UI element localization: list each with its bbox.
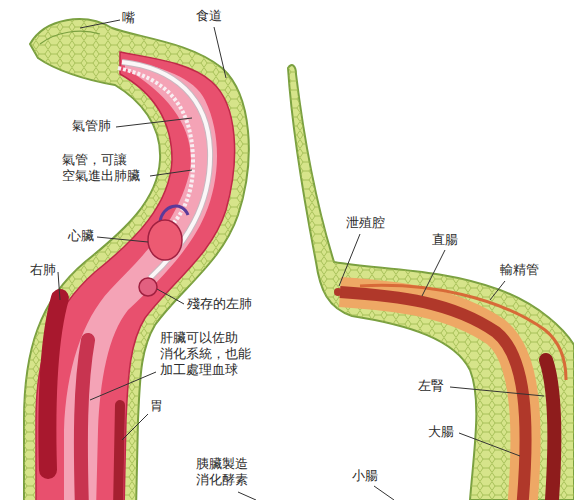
liver [81, 340, 88, 500]
rectum [340, 292, 526, 500]
snake-scales [24, 19, 249, 500]
leader-line [80, 20, 120, 28]
body-cavity [36, 52, 235, 500]
leader-line [58, 272, 60, 300]
body-cavity-core [64, 60, 217, 500]
part-label: 心臟 [68, 228, 94, 244]
right-lung [47, 298, 60, 470]
part-label: 直腸 [432, 232, 458, 248]
leader-line [150, 170, 192, 176]
leader-line [97, 237, 148, 242]
part-label: 輸精管 [500, 262, 539, 278]
cloaca [334, 288, 342, 296]
part-label: 氣管肺 [72, 118, 111, 134]
leader-line [157, 289, 184, 304]
leader-line [214, 27, 226, 78]
trachea [118, 68, 193, 236]
leader-line [339, 234, 360, 286]
part-label: 胃 [150, 398, 163, 414]
leader-line [490, 281, 505, 300]
heart [148, 220, 182, 260]
part-label: 大腸 [428, 424, 454, 440]
part-label: 小腸 [352, 468, 378, 484]
intestine-band [340, 292, 526, 500]
leader-lines [58, 20, 544, 500]
vas-deferens [360, 285, 566, 380]
snake-eye-line [40, 31, 100, 44]
stomach [118, 405, 120, 500]
leader-line [238, 492, 256, 500]
part-label: 右肺 [30, 262, 56, 278]
part-label: 肝臟可以佐助 消化系統，也能 加工處理血球 [160, 330, 260, 378]
part-label: 嘴 [122, 10, 135, 26]
part-label: 泄殖腔 [346, 215, 385, 231]
leader-line [374, 486, 394, 500]
leader-line [422, 250, 445, 296]
leader-line [116, 118, 192, 127]
leader-line [90, 372, 156, 400]
part-label: 殘存的左肺 [187, 296, 252, 312]
part-label: 左腎 [418, 378, 444, 394]
part-label: 氣管，可讓 空氣進出肺臟 [62, 152, 146, 184]
leader-line [459, 433, 520, 456]
left-lung [139, 278, 157, 296]
part-label: 食道 [196, 8, 222, 24]
part-label: 胰臟製造 消化酵素 [196, 456, 266, 488]
snake-body [24, 19, 249, 500]
kidney [546, 360, 554, 500]
leader-line [122, 414, 148, 440]
leader-line [450, 387, 544, 396]
